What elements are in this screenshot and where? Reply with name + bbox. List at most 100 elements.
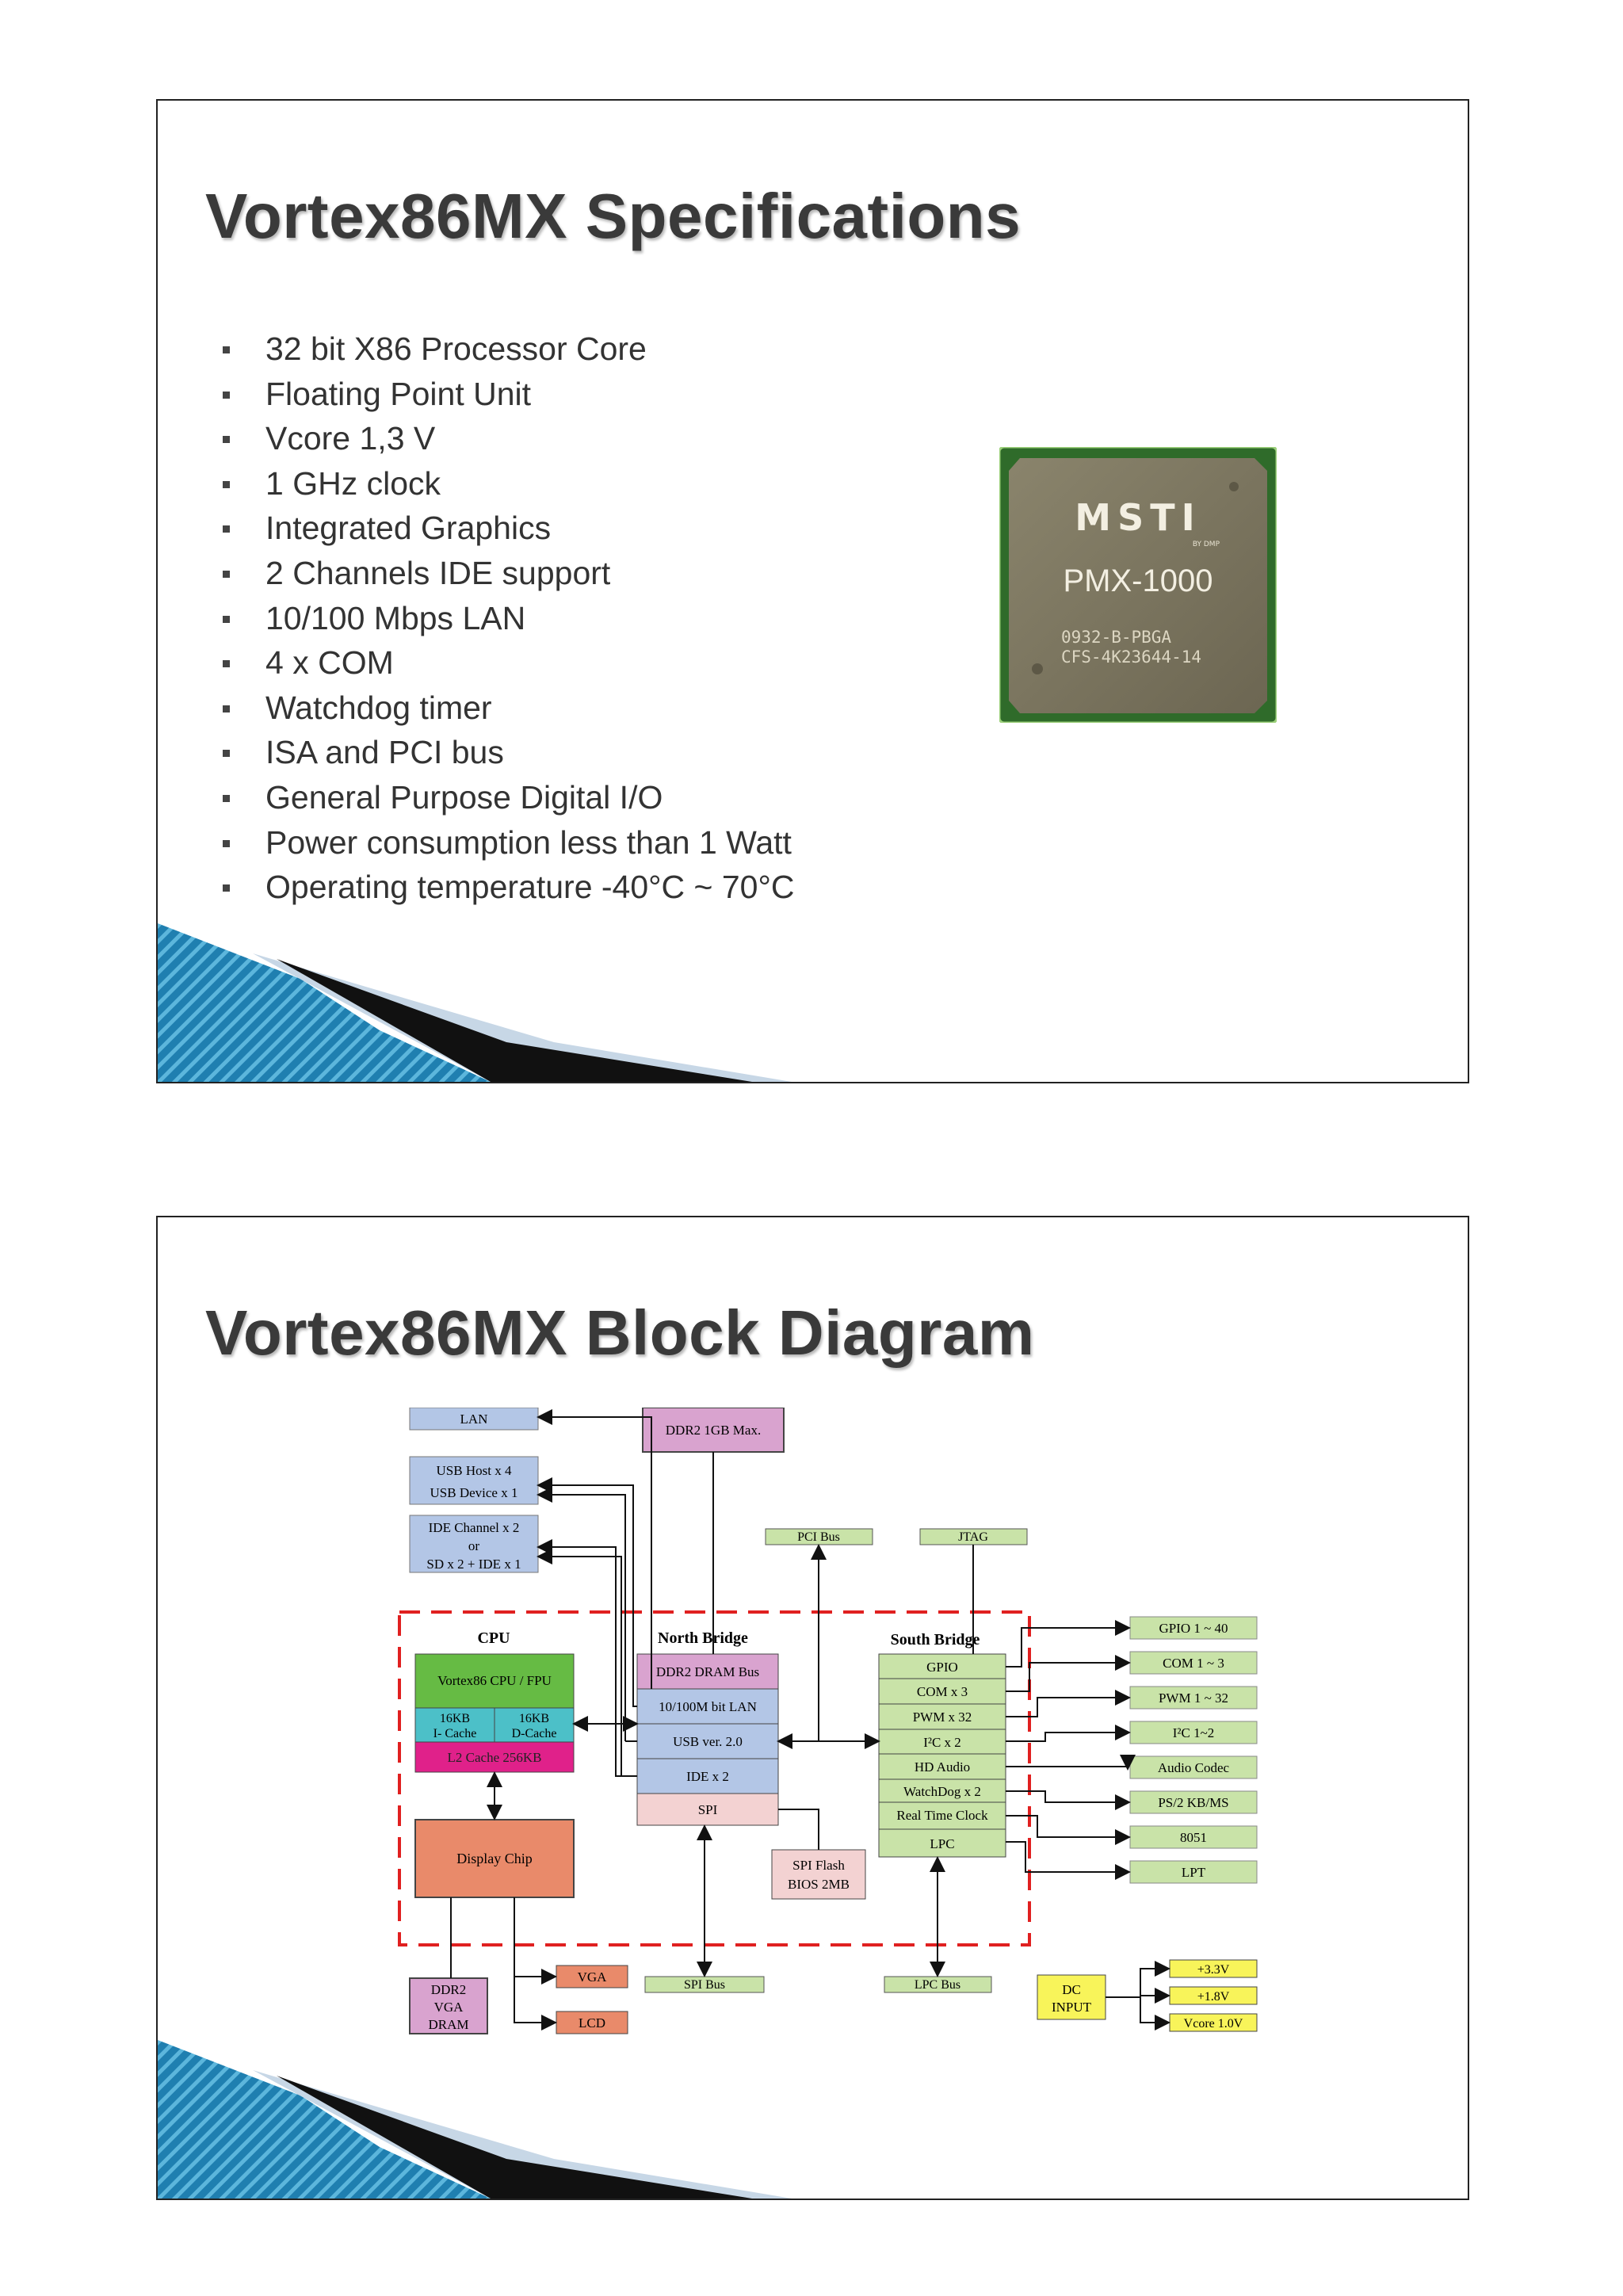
spi-flash-box xyxy=(771,1849,866,1900)
pci-bus-label: PCI Bus xyxy=(797,1530,840,1544)
square-bullet-icon xyxy=(223,660,230,668)
soc-boundary xyxy=(398,1610,1031,1946)
nb-usb-box xyxy=(636,1723,779,1759)
nb-item: DDR2 DRAM Bus xyxy=(656,1664,759,1679)
peripheral-label: PWM 1 ~ 32 xyxy=(1159,1690,1228,1706)
spec-text: ISA and PCI bus xyxy=(265,734,504,771)
square-bullet-icon xyxy=(223,884,230,892)
north-bridge-heading: North Bridge xyxy=(658,1629,748,1647)
dc-input-box xyxy=(1037,1974,1106,2020)
icache-box xyxy=(414,1707,495,1743)
corner-swoosh-decoration xyxy=(158,2040,792,2199)
v33-label: +3.3V xyxy=(1197,1963,1230,1977)
ddr2-vga-label-1: DDR2 xyxy=(431,1982,466,1997)
vcore-label: Vcore 1.0V xyxy=(1184,2017,1243,2030)
sb-item: HD Audio xyxy=(915,1759,970,1775)
v18-label: +1.8V xyxy=(1197,1990,1230,2004)
spec-item: 10/100 Mbps LAN xyxy=(221,596,795,641)
south-bridge-heading: South Bridge xyxy=(891,1631,980,1648)
nb-ide-box xyxy=(636,1758,779,1794)
spec-list: 32 bit X86 Processor Core Floating Point… xyxy=(221,327,795,910)
spi-flash-label-1: SPI Flash xyxy=(792,1858,845,1873)
nb-lan-box xyxy=(636,1688,779,1725)
square-bullet-icon xyxy=(223,839,230,847)
peripheral-label: PS/2 KB/MS xyxy=(1158,1795,1228,1810)
cpu-heading: CPU xyxy=(477,1629,510,1647)
right-peripherals xyxy=(1129,1616,1258,1884)
lcd-label: LCD xyxy=(579,2015,605,2030)
dcache-label-2: D-Cache xyxy=(512,1727,557,1740)
cpu-core-label: Vortex86 CPU / FPU xyxy=(437,1673,552,1688)
cpu-core-box xyxy=(414,1653,575,1709)
dc-input-label-1: DC xyxy=(1062,1982,1081,1997)
sb-item: GPIO xyxy=(926,1660,958,1675)
dcache-box xyxy=(494,1707,575,1743)
spec-text: 4 x COM xyxy=(265,644,394,682)
spec-item: 2 Channels IDE support xyxy=(221,551,795,596)
square-bullet-icon xyxy=(223,391,230,399)
chip-code-2: CFS-4K23644-14 xyxy=(1061,648,1201,667)
square-bullet-icon xyxy=(223,346,230,353)
spec-text: Floating Point Unit xyxy=(265,375,532,412)
nb-item: IDE x 2 xyxy=(686,1769,729,1784)
square-bullet-icon xyxy=(223,436,230,444)
spec-item: Floating Point Unit xyxy=(221,372,795,417)
nb-ddr2-box xyxy=(636,1653,779,1690)
spi-bus-label: SPI Bus xyxy=(684,1978,725,1992)
chip-brand-sub: BY DMP xyxy=(1193,541,1220,548)
lan-label: LAN xyxy=(460,1412,488,1427)
ide-channel-label: IDE Channel x 2 xyxy=(429,1520,520,1535)
nb-item: 10/100M bit LAN xyxy=(659,1699,757,1714)
spec-item: General Purpose Digital I/O xyxy=(221,775,795,820)
sb-item: Real Time Clock xyxy=(896,1808,988,1823)
spec-item: ISA and PCI bus xyxy=(221,730,795,775)
vga-label: VGA xyxy=(578,1969,608,1985)
spec-text: 10/100 Mbps LAN xyxy=(265,599,526,636)
display-chip-box xyxy=(414,1819,575,1898)
ide-or-label: or xyxy=(468,1538,480,1553)
ddr2-vga-label-3: DRAM xyxy=(428,2017,468,2032)
spec-text: 1 GHz clock xyxy=(265,464,441,502)
spi-flash-label-2: BIOS 2MB xyxy=(788,1877,850,1892)
ddr2-vga-label-2: VGA xyxy=(434,2000,464,2015)
spec-item: Integrated Graphics xyxy=(221,506,795,551)
icache-label-1: 16KB xyxy=(440,1712,470,1725)
spec-item: Watchdog timer xyxy=(221,686,795,731)
ide-channel-box xyxy=(409,1515,539,1573)
spec-text: Power consumption less than 1 Watt xyxy=(265,823,792,861)
lcd-box xyxy=(556,2011,628,2034)
slide-title: Vortex86MX Specifications xyxy=(205,181,1022,251)
nb-item: SPI xyxy=(698,1802,718,1817)
peripheral-label: Audio Codec xyxy=(1158,1760,1230,1775)
peripheral-label: 8051 xyxy=(1180,1830,1207,1845)
lpc-bus-label: LPC Bus xyxy=(915,1978,960,1992)
nb-spi-box xyxy=(636,1793,779,1826)
sb-item: LPC xyxy=(930,1836,954,1851)
peripheral-label: GPIO 1 ~ 40 xyxy=(1159,1621,1228,1636)
peripheral-label: LPT xyxy=(1182,1865,1206,1880)
square-bullet-icon xyxy=(223,525,230,533)
jtag-label: JTAG xyxy=(958,1530,988,1544)
chip-brand: MSTI xyxy=(1075,496,1201,539)
spec-text: Operating temperature -40°C ~ 70°C xyxy=(265,869,795,906)
spec-item: 32 bit X86 Processor Core xyxy=(221,327,795,372)
square-bullet-icon xyxy=(223,615,230,623)
sb-item: COM x 3 xyxy=(917,1684,968,1699)
chip-photo: MSTI BY DMP PMX-1000 0932-B-PBGA CFS-4K2… xyxy=(999,447,1277,723)
block-diagram: LAN USB Host x 4 USB Device x 1 IDE Chan… xyxy=(398,1408,1258,2034)
spec-item: Vcore 1,3 V xyxy=(221,416,795,461)
spec-item: Power consumption less than 1 Watt xyxy=(221,820,795,865)
dcache-label-1: 16KB xyxy=(519,1712,549,1725)
usb-host-label: USB Host x 4 xyxy=(437,1463,512,1478)
ddr2-vga-dram-box xyxy=(409,1977,488,2034)
square-bullet-icon xyxy=(223,794,230,802)
slide-title: Vortex86MX Block Diagram xyxy=(205,1297,1035,1368)
nb-item: USB ver. 2.0 xyxy=(673,1734,743,1749)
square-bullet-icon xyxy=(223,750,230,758)
spec-text: Integrated Graphics xyxy=(265,510,552,547)
chip-code-1: 0932-B-PBGA xyxy=(1061,628,1171,647)
lan-box xyxy=(409,1408,539,1431)
ddr2-max-label: DDR2 1GB Max. xyxy=(666,1423,761,1438)
chip-package xyxy=(1009,458,1267,713)
slide-specifications: Vortex86MX Specifications 32 bit X86 Pro… xyxy=(156,99,1469,1083)
